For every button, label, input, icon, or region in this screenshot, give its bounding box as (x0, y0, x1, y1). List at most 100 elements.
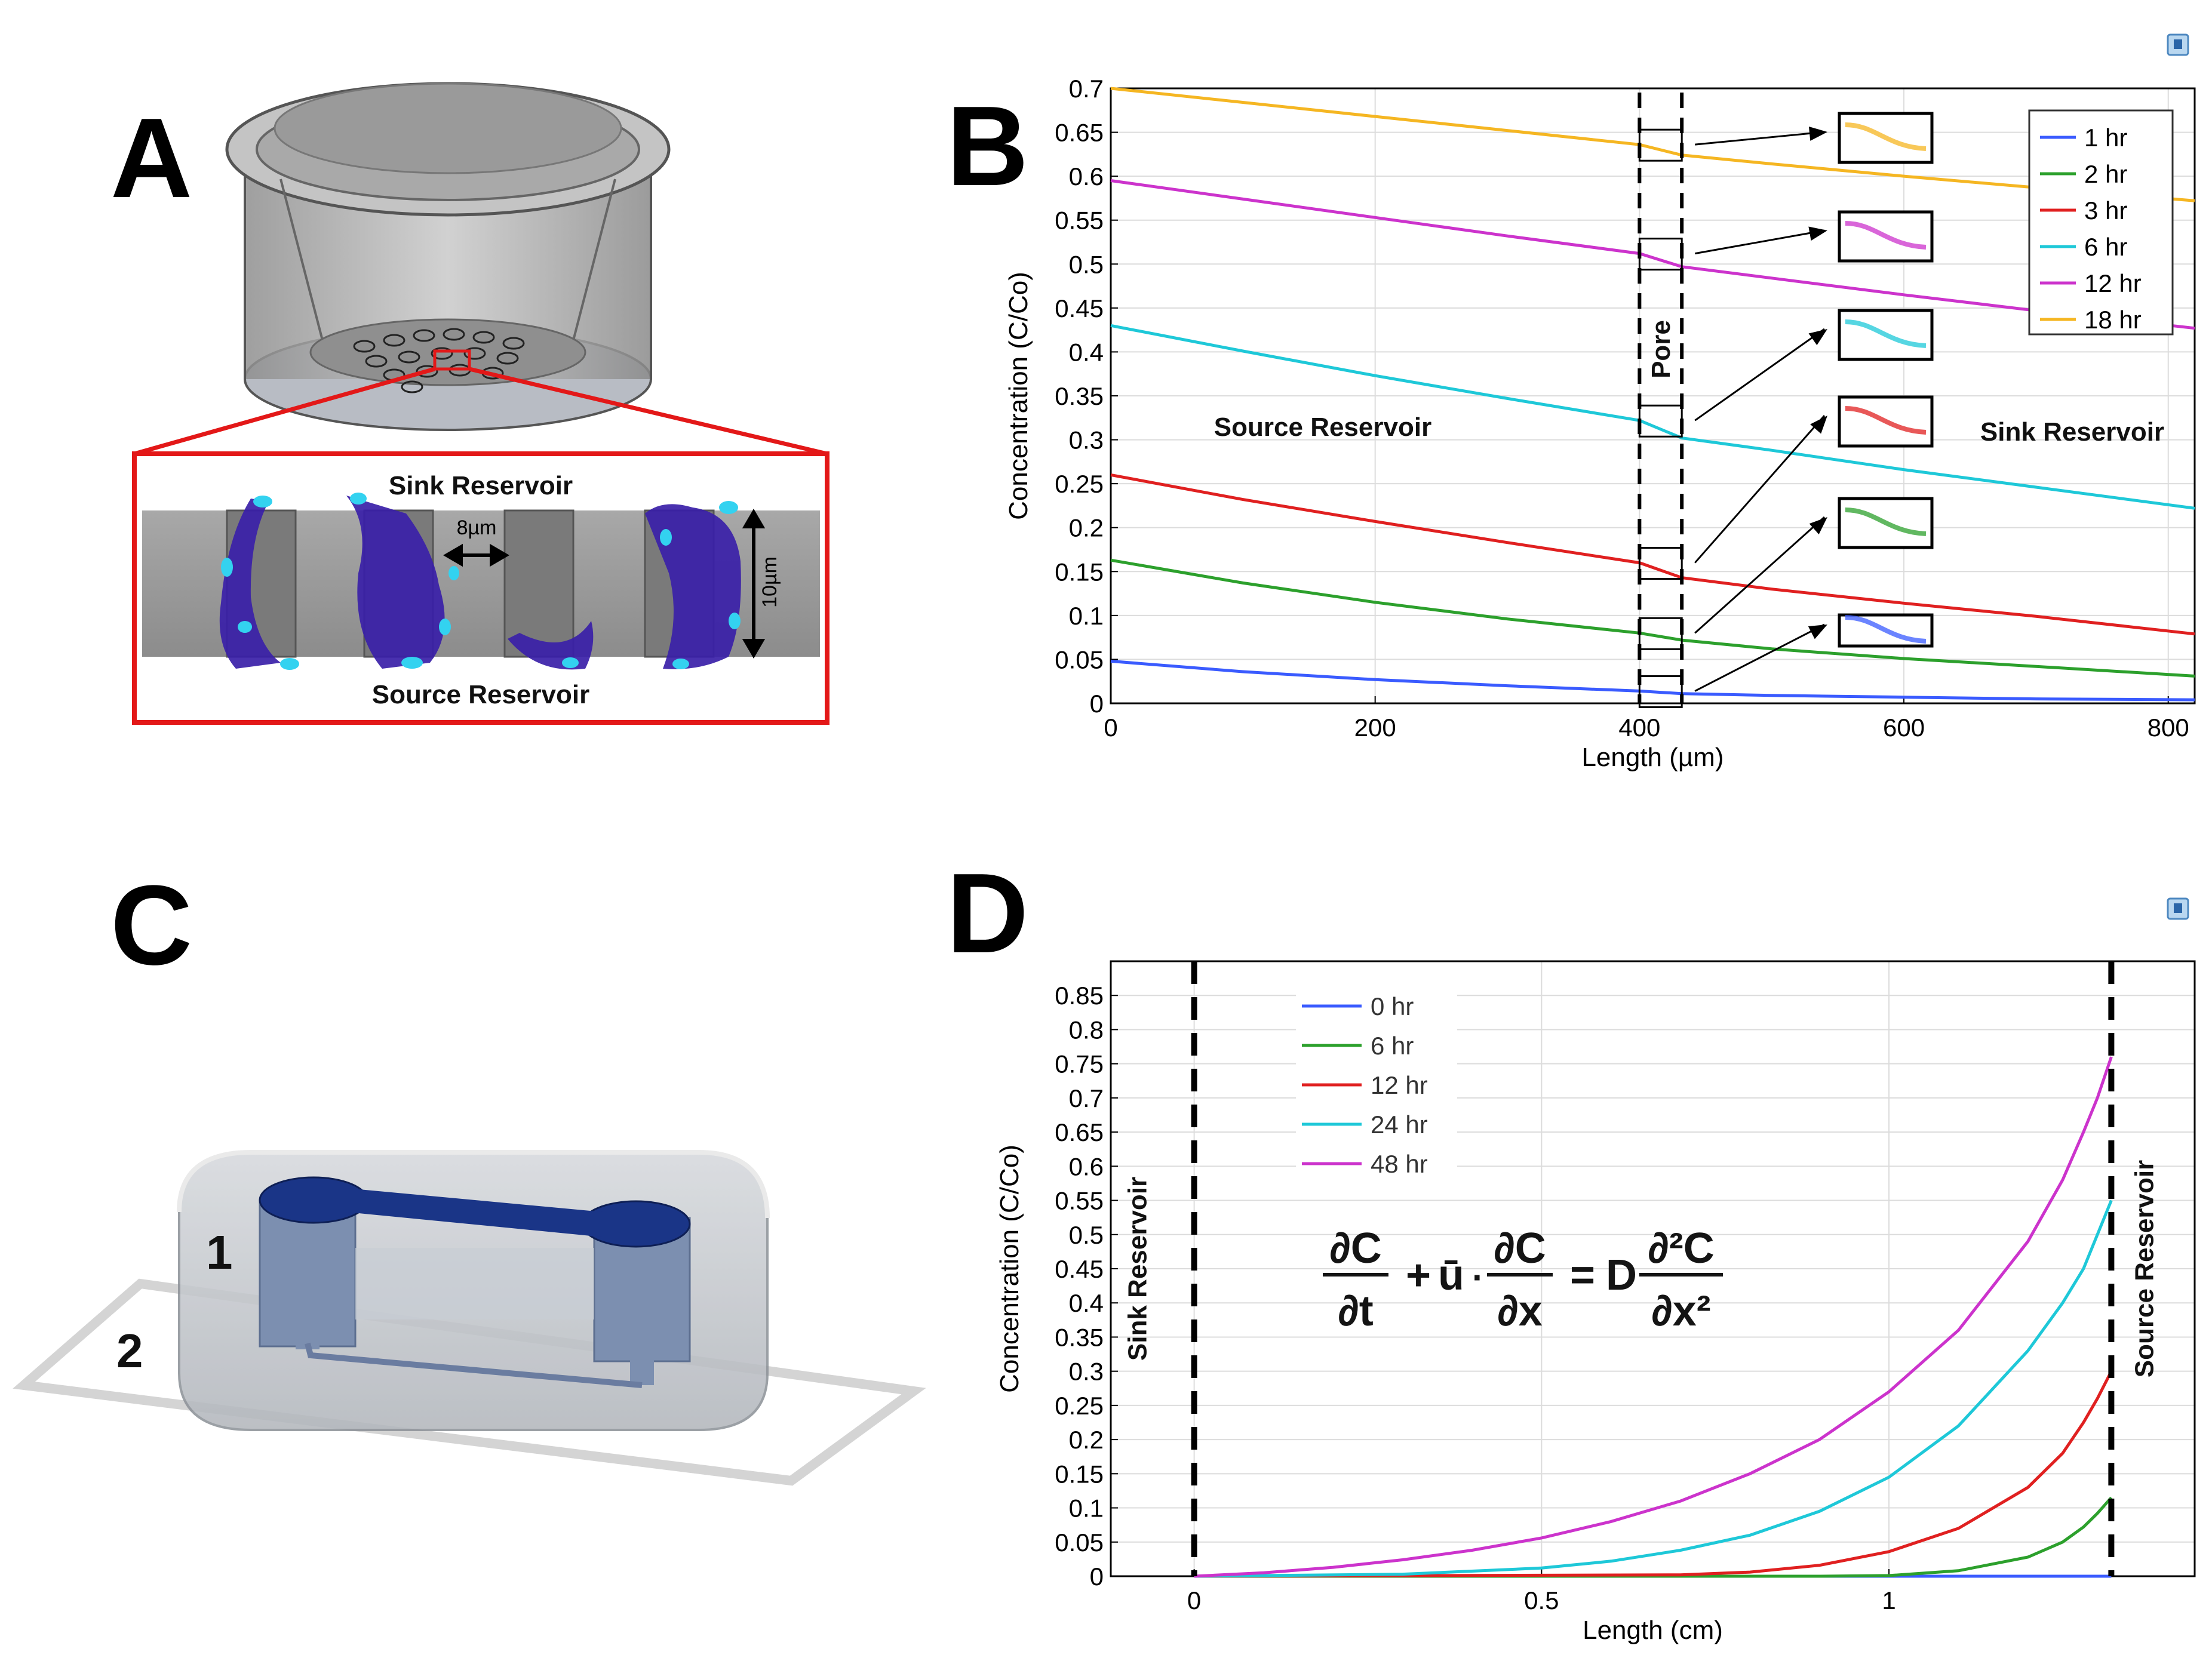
inset-arrow-line (1694, 623, 1825, 692)
zoom-line-left (134, 367, 435, 456)
source-reservoir-label-b: Source Reservoir (1214, 413, 1431, 442)
series-line-18-hr (1110, 87, 2195, 202)
y-tick-label: 0.7 (1069, 75, 1104, 103)
pore-width-arrow (443, 543, 509, 567)
inset-arrow-line (1695, 131, 1825, 146)
sink-reservoir-label-a: Sink Reservoir (389, 471, 573, 500)
membrane-zoom-box: Sink Reservoir Source Reservoir 8µm 10µm (132, 451, 830, 725)
svg-text:∂²C: ∂²C (1648, 1225, 1715, 1272)
inset-curve (1845, 507, 1927, 536)
inset-arrow-line (1694, 415, 1826, 564)
sink-reservoir-label-b: Sink Reservoir (1980, 417, 2164, 447)
svg-text:=: = (1570, 1251, 1595, 1299)
y-tick-label: 0.3 (1069, 1358, 1104, 1386)
y-tick-label: 0.55 (1055, 1187, 1104, 1215)
panel-d-letter: D (947, 850, 1028, 977)
inset-arrow-head (1810, 416, 1827, 434)
y-tick-label: 0 (1090, 1562, 1104, 1591)
y-axis-title: Concentration (C/Co) (1004, 272, 1033, 520)
pore-zoom-box (1638, 128, 1683, 162)
y-tick-label: 0.65 (1055, 119, 1104, 147)
inset-arrow-head (1808, 329, 1827, 346)
svg-text:+: + (1406, 1251, 1431, 1299)
y-tick-label: 0.75 (1055, 1050, 1104, 1078)
series-line-6-hr (1194, 1496, 2113, 1578)
source-reservoir-label-a: Source Reservoir (372, 680, 589, 709)
y-tick-label: 0.2 (1069, 1426, 1104, 1454)
pore-zoom-box (1638, 547, 1683, 580)
y-tick-label: 0.7 (1069, 1084, 1104, 1112)
svg-text:∂C: ∂C (1494, 1225, 1546, 1272)
inset-arrow-head (1808, 625, 1827, 639)
x-axis-title: Length (µm) (1581, 743, 1723, 772)
svg-text:·: · (1472, 1257, 1484, 1297)
y-tick-label: 0.15 (1055, 558, 1104, 586)
svg-text:∂t: ∂t (1338, 1287, 1374, 1335)
panel-c-letter: C (110, 862, 192, 989)
series-line-12-hr (1194, 1370, 2113, 1578)
inset-arrow-head (1808, 226, 1827, 241)
series-line-24-hr (1194, 1199, 2113, 1578)
x-tick-label: 0 (1187, 1586, 1201, 1614)
y-axis-title: Concentration (C/Co) (995, 1145, 1024, 1393)
sink-reservoir-label-d: Sink Reservoir (1123, 1177, 1153, 1361)
microfluidic-device-illustration (13, 1150, 926, 1486)
membrane-height-arrow (742, 509, 766, 659)
y-tick-label: 0.25 (1055, 470, 1104, 498)
panel-d: D 00.050.10.150.20.250.30.350.40.450.50.… (947, 850, 2196, 1645)
inset-curve (1845, 319, 1927, 348)
pore-label: Pore (1646, 320, 1676, 379)
y-tick-label: 0.45 (1055, 1255, 1104, 1283)
y-tick-label: 0.05 (1055, 645, 1104, 673)
series-line-48-hr (1194, 1056, 2113, 1578)
inset-arrow-head (1809, 517, 1827, 534)
pore-zoom-box (1638, 404, 1683, 438)
x-tick-label: 200 (1354, 713, 1396, 742)
series-line-3-hr (1110, 473, 2195, 636)
panel-b: B 00.050.10.150.20.250.30.350.40.450.50.… (947, 33, 2196, 772)
legend-label: 18 hr (2084, 306, 2142, 334)
pore-zoom-box (1638, 238, 1683, 271)
chart-b-export-icon (2167, 33, 2189, 56)
y-tick-label: 0.4 (1069, 338, 1104, 366)
inset-curve (1845, 615, 1927, 644)
y-tick-label: 0.1 (1069, 1494, 1104, 1522)
y-tick-label: 0.05 (1055, 1528, 1104, 1557)
x-tick-label: 0 (1104, 713, 1117, 742)
svg-text:D: D (1606, 1251, 1637, 1299)
y-tick-label: 0.35 (1055, 382, 1104, 410)
chart-b: 00.050.10.150.20.250.30.350.40.450.50.55… (1004, 75, 2196, 772)
legend-label: 12 hr (1371, 1071, 1428, 1099)
zoom-line-right (469, 367, 828, 456)
legend-box (1296, 994, 1457, 1191)
y-tick-label: 0.2 (1069, 514, 1104, 542)
pore-zoom-box (1638, 675, 1683, 708)
y-tick-label: 0.3 (1069, 426, 1104, 454)
y-tick-label: 0.65 (1055, 1118, 1104, 1146)
y-tick-label: 0.5 (1069, 1221, 1104, 1249)
advection-diffusion-equation: ∂C ∂t + ū · ∂C ∂x = D ∂²C ∂x² (1323, 1225, 1723, 1335)
source-reservoir-label-d: Source Reservoir (2130, 1160, 2159, 1377)
x-axis-title: Length (cm) (1583, 1616, 1723, 1645)
inset-arrow-head (1808, 126, 1827, 141)
device-label-2: 2 (116, 1324, 143, 1377)
y-tick-label: 0.4 (1069, 1289, 1104, 1317)
y-tick-label: 0.15 (1055, 1460, 1104, 1488)
legend-label: 6 hr (2084, 233, 2127, 261)
y-tick-label: 0.85 (1055, 982, 1104, 1010)
y-tick-label: 0.1 (1069, 602, 1104, 630)
x-tick-label: 600 (1883, 713, 1925, 742)
series-line-1-hr (1110, 659, 2195, 702)
y-tick-label: 0.35 (1055, 1323, 1104, 1351)
membrane-height-label: 10µm (758, 556, 781, 608)
svg-text:∂C: ∂C (1329, 1225, 1382, 1272)
x-tick-label: 800 (2148, 713, 2189, 742)
inset-curve (1845, 406, 1927, 435)
y-tick-label: 0.55 (1055, 207, 1104, 235)
pore-width-label: 8µm (457, 516, 497, 539)
inset-curve (1845, 122, 1927, 151)
chart-d-export-icon (2167, 897, 2189, 920)
y-tick-label: 0.45 (1055, 294, 1104, 322)
legend-label: 6 hr (1371, 1032, 1414, 1060)
